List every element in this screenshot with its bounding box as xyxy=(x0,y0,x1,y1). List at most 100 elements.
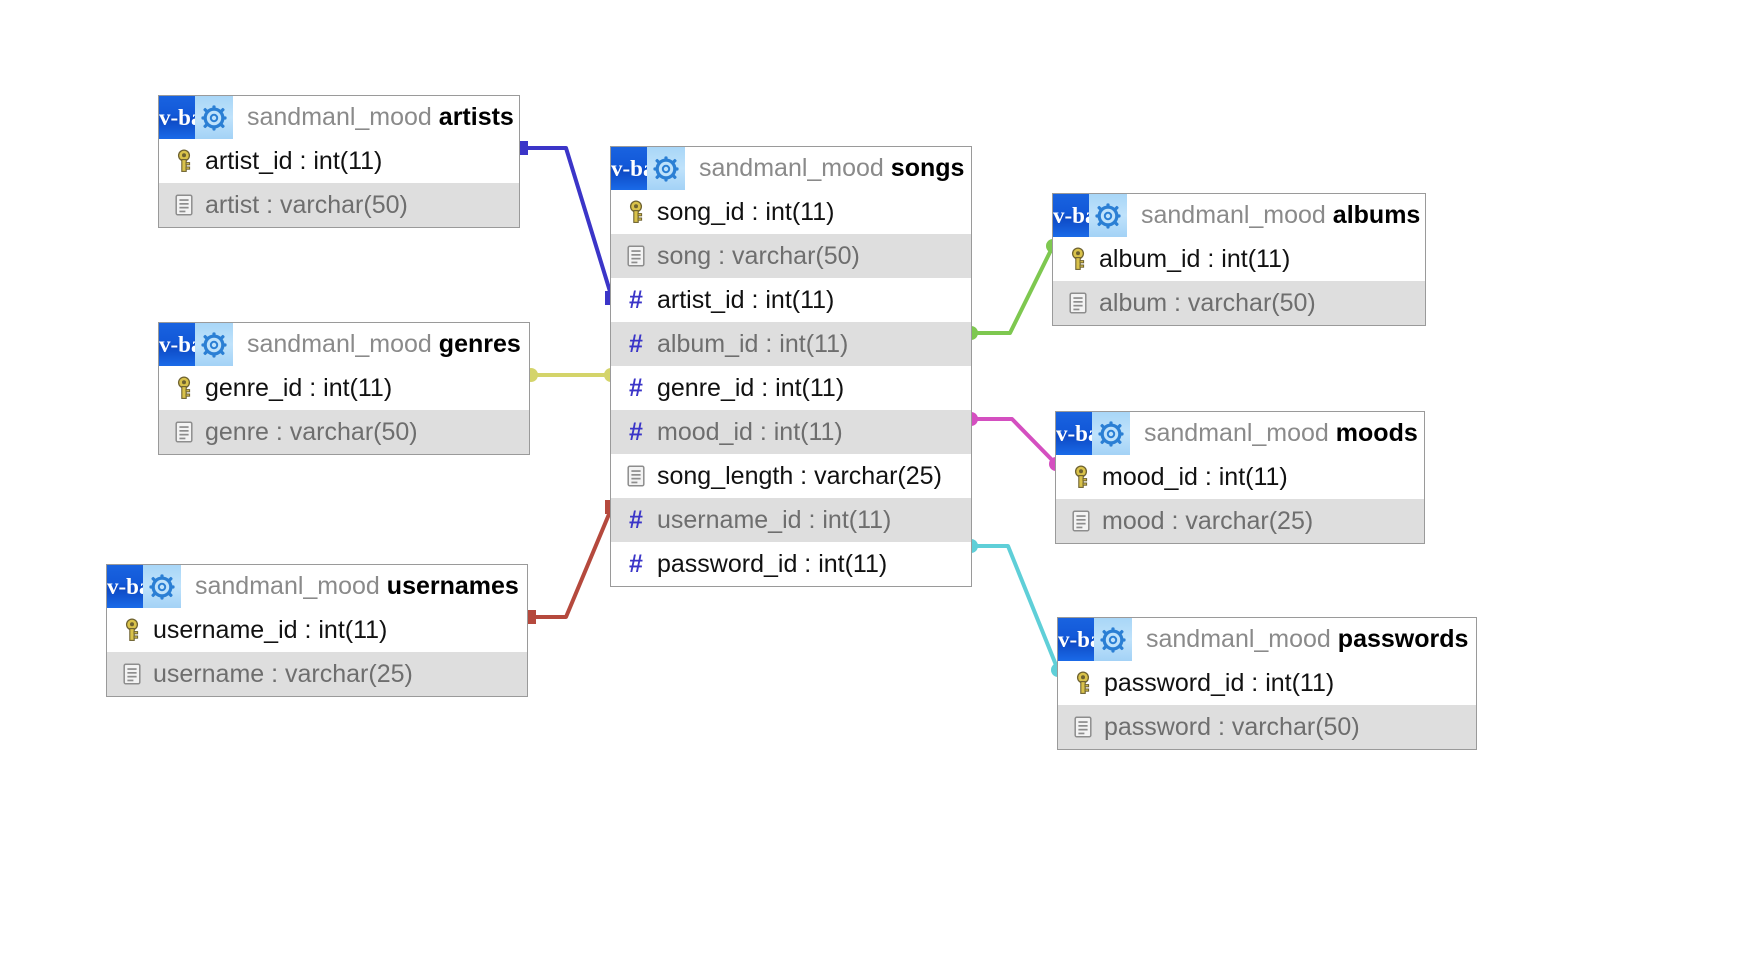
column-label: mood_id : int(11) xyxy=(657,417,843,446)
column-row-genres-0[interactable]: genre_id : int(11) xyxy=(159,366,529,410)
column-label: artist_id : int(11) xyxy=(205,146,383,175)
table-genres[interactable]: v-badge-iconsandmanl_mood genresgenre_id… xyxy=(158,322,530,455)
v-badge-icon: v-badge-icon xyxy=(1053,194,1180,237)
column-row-genres-1[interactable]: genre : varchar(50) xyxy=(159,410,529,454)
key-icon xyxy=(1068,671,1098,695)
table-songs[interactable]: v-badge-iconsandmanl_mood songs song_id :… xyxy=(610,146,972,587)
table-header-artists[interactable]: v-badge-iconsandmanl_mood artists xyxy=(159,96,519,139)
table-name-albums: albums xyxy=(1332,201,1421,229)
column-row-songs-5[interactable]: # mood_id : int(11) xyxy=(611,410,971,454)
column-row-albums-1[interactable]: album : varchar(50) xyxy=(1053,281,1425,325)
column-icon xyxy=(1063,292,1093,314)
table-passwords[interactable]: v-badge-iconsandmanl_mood passwords passw… xyxy=(1057,617,1477,750)
table-schema-passwords: sandmanl_mood xyxy=(1146,625,1331,653)
column-icon xyxy=(621,465,651,487)
column-icon xyxy=(1068,716,1098,738)
table-header-passwords[interactable]: v-badge-iconsandmanl_mood passwords xyxy=(1058,618,1476,661)
column-label: username_id : int(11) xyxy=(657,505,892,534)
v-badge-icon: v-badge-icon xyxy=(611,147,738,190)
column-row-artists-0[interactable]: artist_id : int(11) xyxy=(159,139,519,183)
table-title-songs: sandmanl_mood songs xyxy=(685,154,964,183)
column-row-moods-1[interactable]: mood : varchar(25) xyxy=(1056,499,1424,543)
table-header-moods[interactable]: v-badge-iconsandmanl_mood moods xyxy=(1056,412,1424,455)
column-label: genre : varchar(50) xyxy=(205,417,418,446)
column-row-artists-1[interactable]: artist : varchar(50) xyxy=(159,183,519,227)
foreign-key-hash-icon: # xyxy=(629,329,643,358)
column-label: mood : varchar(25) xyxy=(1102,506,1314,535)
column-row-usernames-1[interactable]: username : varchar(25) xyxy=(107,652,527,696)
foreign-key-hash-icon: # xyxy=(629,417,643,446)
table-artists[interactable]: v-badge-iconsandmanl_mood artists artist_… xyxy=(158,95,520,228)
key-icon xyxy=(1066,465,1096,489)
gear-icon[interactable] xyxy=(647,147,685,190)
table-schema-genres: sandmanl_mood xyxy=(247,330,432,358)
foreign-key-hash-icon: # xyxy=(629,505,643,534)
column-row-songs-8[interactable]: #password_id : int(11) xyxy=(611,542,971,586)
column-label: artist : varchar(50) xyxy=(205,190,408,219)
column-row-usernames-0[interactable]: username_id : int(11) xyxy=(107,608,527,652)
relationship-line-songs-albums[interactable] xyxy=(971,245,1055,335)
column-row-passwords-0[interactable]: password_id : int(11) xyxy=(1058,661,1476,705)
table-header-usernames[interactable]: v-badge-iconsandmanl_mood usernames xyxy=(107,565,527,608)
table-title-moods: sandmanl_mood moods xyxy=(1130,419,1418,448)
table-title-usernames: sandmanl_mood usernames xyxy=(181,572,519,601)
key-icon xyxy=(169,376,199,400)
column-label: song_id : int(11) xyxy=(657,197,835,226)
column-row-songs-6[interactable]: song_length : varchar(25) xyxy=(611,454,971,498)
relationship-line-songs-moods[interactable] xyxy=(971,417,1058,466)
column-label: song : varchar(50) xyxy=(657,241,860,270)
gear-icon[interactable] xyxy=(1092,412,1130,455)
table-schema-usernames: sandmanl_mood xyxy=(195,572,380,600)
v-badge-icon: v-badge-icon xyxy=(1058,618,1185,661)
relationship-line-usernames-songs[interactable] xyxy=(529,506,614,619)
table-usernames[interactable]: v-badge-iconsandmanl_mood usernames usern… xyxy=(106,564,528,697)
column-row-songs-3[interactable]: # album_id : int(11) xyxy=(611,322,971,366)
gear-icon[interactable] xyxy=(195,96,233,139)
column-icon xyxy=(169,194,199,216)
column-label: album : varchar(50) xyxy=(1099,288,1316,317)
v-badge-icon: v-badge-icon xyxy=(159,323,286,366)
table-header-albums[interactable]: v-badge-iconsandmanl_mood albums xyxy=(1053,194,1425,237)
table-header-songs[interactable]: v-badge-iconsandmanl_mood songs xyxy=(611,147,971,190)
gear-icon[interactable] xyxy=(1089,194,1127,237)
relationship-line-artists-songs[interactable] xyxy=(521,146,614,299)
column-row-albums-0[interactable]: album_id : int(11) xyxy=(1053,237,1425,281)
gear-icon[interactable] xyxy=(195,323,233,366)
column-label: album_id : int(11) xyxy=(1099,244,1291,273)
column-label: artist_id : int(11) xyxy=(657,285,835,314)
column-label: username_id : int(11) xyxy=(153,615,388,644)
column-row-moods-0[interactable]: mood_id : int(11) xyxy=(1056,455,1424,499)
table-schema-albums: sandmanl_mood xyxy=(1141,201,1326,229)
key-icon xyxy=(169,149,199,173)
v-badge-icon: v-badge-icon xyxy=(107,565,234,608)
table-title-artists: sandmanl_mood artists xyxy=(233,103,514,132)
column-row-songs-0[interactable]: song_id : int(11) xyxy=(611,190,971,234)
table-title-passwords: sandmanl_mood passwords xyxy=(1132,625,1468,654)
table-albums[interactable]: v-badge-iconsandmanl_mood albums album_id… xyxy=(1052,193,1426,326)
column-icon xyxy=(169,421,199,443)
column-row-songs-1[interactable]: song : varchar(50) xyxy=(611,234,971,278)
column-row-songs-4[interactable]: #genre_id : int(11) xyxy=(611,366,971,410)
gear-icon[interactable] xyxy=(1094,618,1132,661)
relationship-line-songs-passwords[interactable] xyxy=(971,544,1060,671)
column-icon xyxy=(1066,510,1096,532)
table-schema-moods: sandmanl_mood xyxy=(1144,419,1329,447)
column-row-songs-2[interactable]: # artist_id : int(11) xyxy=(611,278,971,322)
column-row-songs-7[interactable]: # username_id : int(11) xyxy=(611,498,971,542)
v-badge-icon: v-badge-icon xyxy=(159,96,286,139)
column-label: album_id : int(11) xyxy=(657,329,849,358)
foreign-key-hash-icon: # xyxy=(629,549,643,578)
v-badge-icon: v-badge-icon xyxy=(1056,412,1183,455)
key-icon xyxy=(1063,247,1093,271)
foreign-key-hash-icon: # xyxy=(629,285,643,314)
table-name-artists: artists xyxy=(438,103,514,131)
column-row-passwords-1[interactable]: password : varchar(50) xyxy=(1058,705,1476,749)
table-header-genres[interactable]: v-badge-iconsandmanl_mood genres xyxy=(159,323,529,366)
column-icon xyxy=(621,245,651,267)
table-schema-songs: sandmanl_mood xyxy=(699,154,884,182)
column-label: password_id : int(11) xyxy=(1104,668,1335,697)
table-name-moods: moods xyxy=(1335,419,1418,447)
gear-icon[interactable] xyxy=(143,565,181,608)
